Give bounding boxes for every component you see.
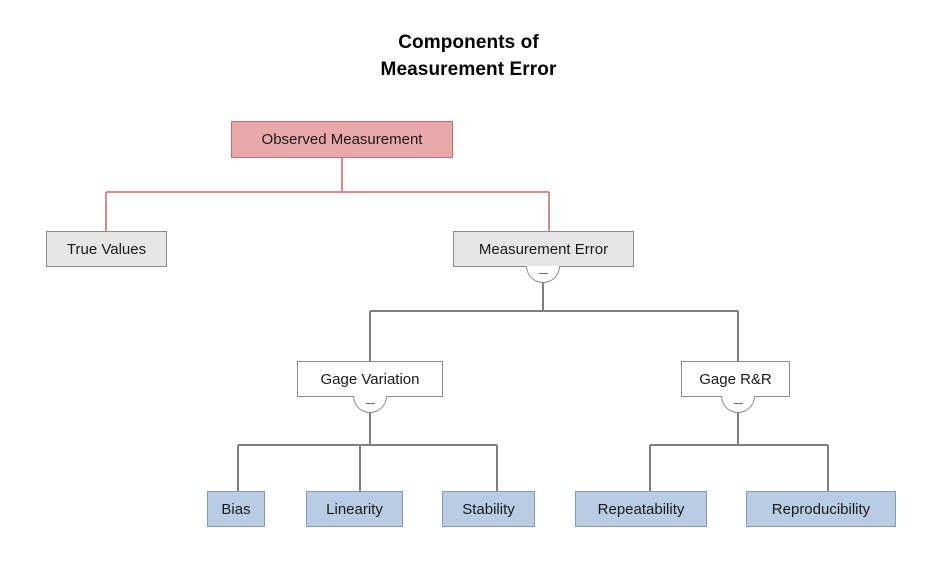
diagram-title-line-2: Measurement Error — [380, 58, 557, 80]
measurement-error-connectors — [369, 283, 739, 361]
diagram-title-line-1: Components of — [398, 32, 539, 53]
gage-variation-connectors — [237, 413, 498, 491]
minus-icon — [365, 402, 375, 404]
node-linearity[interactable]: Linearity — [306, 491, 403, 527]
node-true-values[interactable]: True Values — [46, 231, 167, 267]
node-gage-variation[interactable]: Gage Variation — [297, 361, 443, 397]
node-observed-measurement[interactable]: Observed Measurement — [231, 121, 453, 158]
diagram-title: Components of Measurement Error — [0, 30, 937, 84]
node-gage-rr[interactable]: Gage R&R — [681, 361, 790, 397]
gage-rr-connectors — [649, 413, 829, 491]
node-repeatability[interactable]: Repeatability — [575, 491, 707, 527]
node-bias[interactable]: Bias — [207, 491, 265, 527]
minus-icon — [538, 272, 548, 274]
minus-icon — [733, 402, 743, 404]
node-reproducibility[interactable]: Reproducibility — [746, 491, 896, 527]
node-measurement-error[interactable]: Measurement Error — [453, 231, 634, 267]
node-stability[interactable]: Stability — [442, 491, 535, 527]
root-connectors — [105, 157, 550, 231]
